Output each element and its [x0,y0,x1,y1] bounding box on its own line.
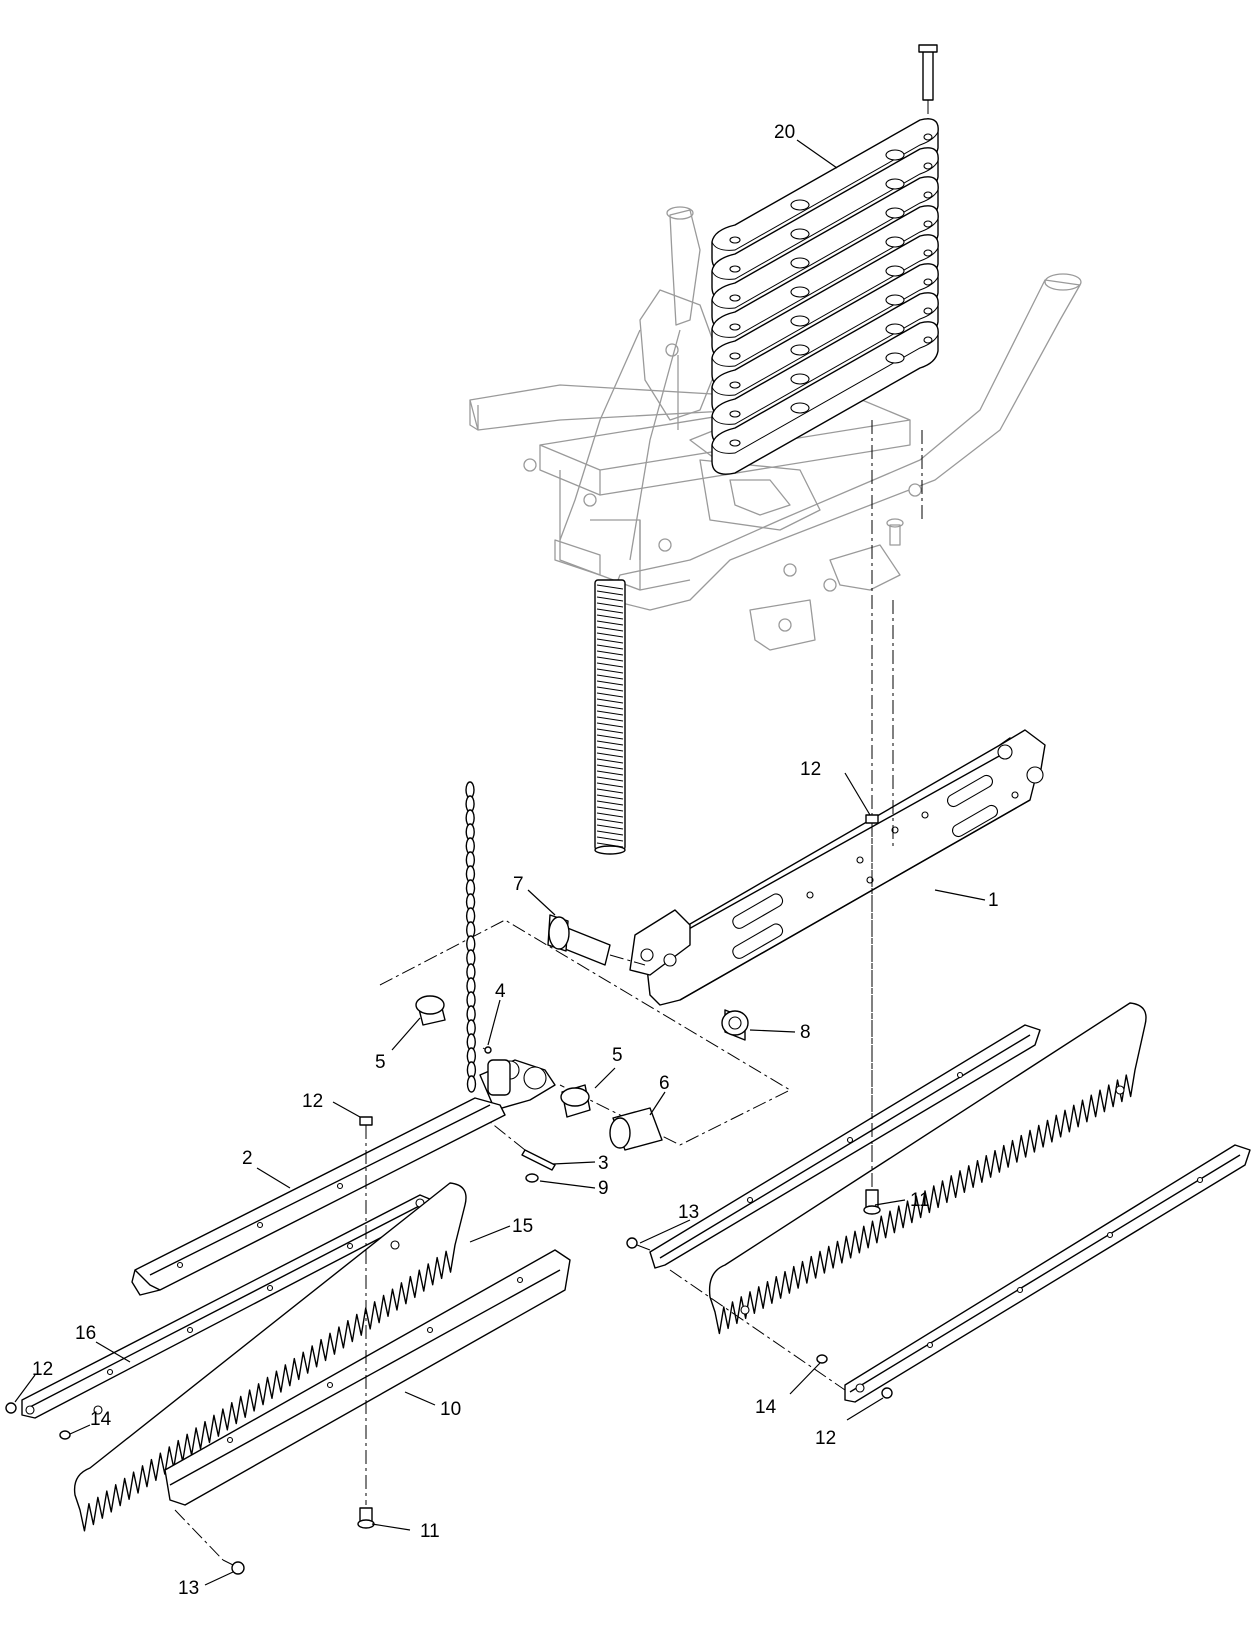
callout-4: 4 [495,981,506,1002]
callout-11-right: 11 [910,1190,930,1211]
threaded-rod-spring [594,579,626,855]
callout-15: 15 [512,1216,533,1237]
callout-13-left: 13 [178,1578,199,1599]
chain-link [466,1075,477,1093]
callout-3: 3 [598,1153,609,1174]
part-2-left-channel [131,1097,506,1296]
callout-14-right: 14 [755,1397,777,1418]
weight-plate [711,205,939,359]
part-7-bolt [547,914,646,966]
pivot-arm-assembly [415,995,663,1183]
callout-5-left: 5 [375,1052,386,1073]
part-8-nut [721,1009,749,1041]
callout-7: 7 [513,874,524,895]
right-upper-channel [649,1024,1041,1269]
chain [465,781,477,1093]
callout-12-left: 12 [32,1359,53,1380]
weight-plate [711,292,939,446]
callout-12-top: 12 [800,759,821,780]
callout-9: 9 [598,1178,609,1199]
callout-13-right: 13 [678,1202,699,1223]
callout-10: 10 [440,1399,461,1420]
part-1-mounting-channel [629,729,1046,1006]
right-knife [708,1002,1147,1335]
callout-1: 1 [988,890,999,911]
part-20-weight-plates [711,44,939,520]
callout-6: 6 [659,1073,670,1094]
callout-16: 16 [75,1323,96,1344]
callout-12-right: 12 [815,1428,836,1449]
part-10-left-guard [164,1249,571,1506]
callout-11-left: 11 [420,1521,440,1542]
part-15-left-knife [73,1182,467,1532]
callout-12-mid: 12 [302,1091,323,1112]
callout-2: 2 [242,1148,253,1169]
right-lower-strip [844,1144,1251,1403]
callout-14-left: 14 [90,1409,112,1430]
callout-20: 20 [774,122,795,143]
callout-5-right: 5 [612,1045,623,1066]
fasteners [5,814,893,1575]
weight-plate [711,321,939,475]
callout-8: 8 [800,1022,811,1043]
callouts: 20 12 7 1 4 5 5 6 8 12 2 3 9 11 15 13 16 [14,122,999,1599]
